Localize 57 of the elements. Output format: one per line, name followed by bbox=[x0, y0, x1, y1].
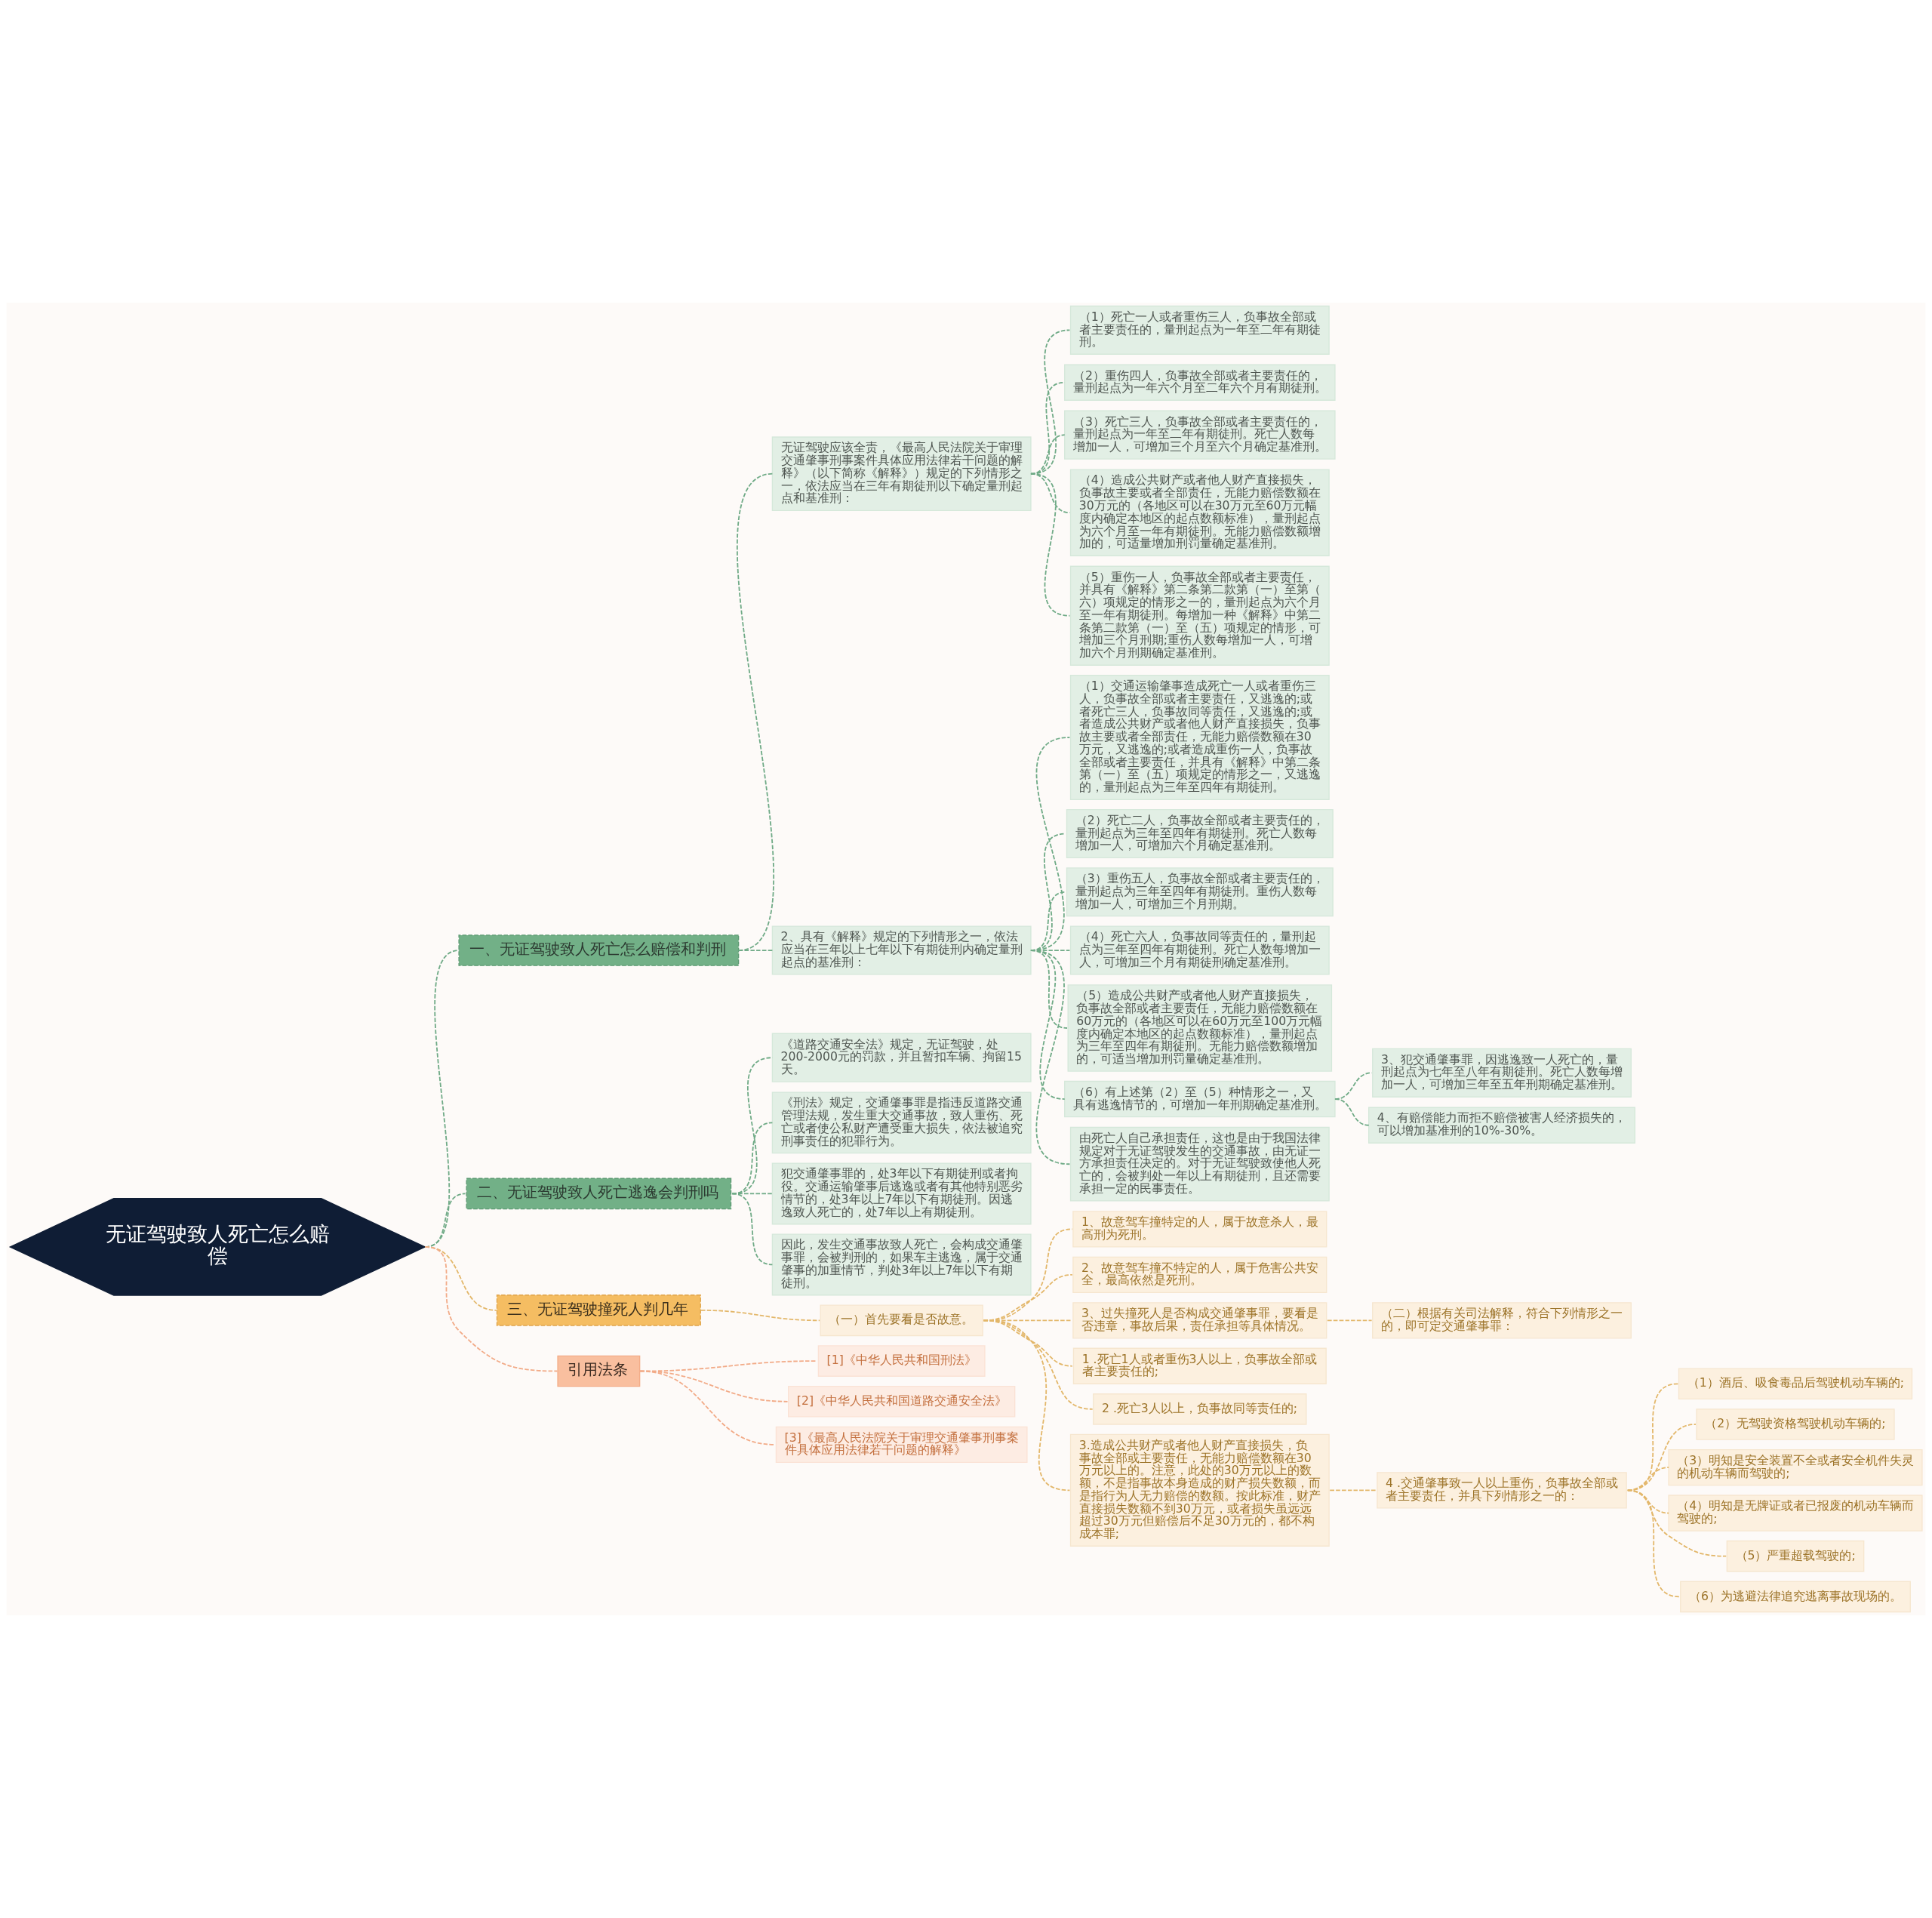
node-box: 三、无证驾驶撞死人判几年 bbox=[496, 1295, 701, 1326]
node-box: 2 .死亡3人以上，负事故同等责任的; bbox=[1093, 1393, 1307, 1425]
connector bbox=[731, 1122, 774, 1195]
node-box: （2）无驾驶资格驾驶机动车辆的; bbox=[1696, 1408, 1895, 1440]
node-box: [2]《中华人民共和国道路交通安全法》 bbox=[788, 1385, 1016, 1418]
node-box: （二）根据有关司法解释，符合下列情形之一的，即可定交通肇事罪： bbox=[1372, 1302, 1632, 1339]
connector bbox=[737, 950, 774, 951]
node-box: （一）首先要看是否故意。 bbox=[820, 1304, 983, 1337]
node-box: 2、故意驾车撞不特定的人，属于危害公共安全，最高依然是死刑。 bbox=[1072, 1256, 1327, 1294]
node-box: （5）造成公共财产或者他人财产直接损失，负事故全部或者主要责任，无能力赔偿数额在60万元的（各地区可以在60万元至100万元幅度内确定本地区的起点数额标准），量刑起点为三年至四年有期徒刑。无能力赔偿数额增加的，可适当增加刑罚量确定基准刑。 bbox=[1067, 984, 1333, 1072]
node-box: （1）交通运输肇事造成死亡一人或者重伤三人，负事故全部或者主要责任，又逃逸的;或者死亡三人，负事故同等责任，又逃逸的;或者造成公共财产或者他人财产直接损失，负事故主要或者全部责任，无能力赔偿数额在30万元，又逃逸的;或者造成重伤一人，负事故全部或者主要责任，并具有《解释》中第二条第（一）至（五）项规定的情形之一，又逃逸的，量刑起点为三年至四年有期徒刑。 bbox=[1069, 675, 1330, 800]
node-box: （6）为逃避法律追究逃离事故现场的。 bbox=[1680, 1581, 1911, 1613]
connector bbox=[731, 1193, 774, 1266]
node-box: 二、无证驾驶致人死亡逃逸会判刑吗 bbox=[466, 1178, 732, 1210]
connector bbox=[639, 1370, 776, 1445]
node-box: （2）重伤四人，负事故全部或者主要责任的，量刑起点为一年六个月至二年六个月有期徒刑。 bbox=[1064, 364, 1336, 401]
node-box: （2）死亡二人，负事故全部或者主要责任的，量刑起点为三年至四年有期徒刑。死亡人数每增加一人，可增加六个月确定基准刑。 bbox=[1066, 808, 1334, 859]
node-box: 《道路交通安全法》规定，无证驾驶，处200-2000元的罚款，并且暂扣车辆、拘留15天。 bbox=[771, 1033, 1032, 1082]
connector bbox=[1334, 1098, 1370, 1126]
node-box: 无证驾驶应该全责，《最高人民法院关于审理交通肇事刑事案件具体应用法律若干问题的解释》（以下简称《解释》）规定的下列情形之一，依法应当在三年有期徒刑以下确定量刑起点和基准刑： bbox=[771, 436, 1032, 512]
node-box: （4）明知是无牌证或者已报废的机动车辆而驾驶的; bbox=[1668, 1495, 1923, 1532]
node-box: 4 .交通肇事致一人以上重伤，负事故全部或者主要责任，并具下列情形之一的： bbox=[1377, 1472, 1627, 1509]
node-box: 2、具有《解释》规定的下列情形之一，依法应当在三年以上七年以下有期徒刑内确定量刑起点的基准刑： bbox=[771, 925, 1032, 975]
node-box: （5）严重超载驾驶的; bbox=[1726, 1540, 1865, 1572]
node-box: 犯交通肇事罪的，处3年以下有期徒刑或者拘役。交通运输肇事后逃逸或者有其他特别恶劣情节的，处3年以上7年以下有期徒刑。因逃逸致人死亡的，处7年以上有期徒刑。 bbox=[771, 1162, 1032, 1225]
node-box: [1]《中华人民共和国刑法》 bbox=[817, 1345, 986, 1377]
node-box: （4）造成公共财产或者他人财产直接损失，负事故主要或者全部责任，无能力赔偿数额在30万元的（各地区可以在30万元至60万元幅度内确定本地区的起点数额标准），量刑起点为六个月至一年有期徒刑。无能力赔偿数额增加的，可适量增加刑罚量确定基准刑。 bbox=[1069, 469, 1330, 556]
connector bbox=[1626, 1489, 1681, 1598]
connector bbox=[1329, 1489, 1377, 1492]
node-box: 3、过失撞死人是否构成交通肇事罪，要看是否违章，事故后果，责任承担等具体情况。 bbox=[1072, 1302, 1327, 1339]
node-box: 1、故意驾车撞特定的人，属于故意杀人，最高刑为死刑。 bbox=[1072, 1211, 1327, 1248]
node-box: （3）明知是安全装置不全或者安全机件失灵的机动车辆而驾驶的; bbox=[1668, 1449, 1923, 1486]
connector bbox=[1030, 473, 1071, 617]
connector bbox=[731, 1057, 774, 1195]
node-box: （1）酒后、吸食毒品后驾驶机动车辆的; bbox=[1678, 1368, 1913, 1400]
connector bbox=[983, 1319, 1071, 1492]
node-box: （3）重伤五人，负事故全部或者主要责任的，量刑起点为三年至四年有期徒刑。重伤人数每增加一人，可增加三个月刑期。 bbox=[1066, 867, 1334, 917]
node-box: 引用法条 bbox=[557, 1355, 641, 1387]
node-box: 因此，发生交通事故致人死亡，会构成交通肇事罪，会被判刑的，如果车主逃逸，属于交通肇事的加重情节，判处3年以上7年以下有期徒刑。 bbox=[771, 1233, 1032, 1296]
node-box: 《刑法》规定，交通肇事罪是指违反道路交通管理法规，发生重大交通事故，致人重伤、死亡或者使公私财产遭受重大损失，依法被追究刑事责任的犯罪行为。 bbox=[771, 1091, 1032, 1154]
connector bbox=[424, 1246, 558, 1372]
node-box: 3.造成公共财产或者他人财产直接损失，负事故全部或主要责任，无能力赔偿数额在30万元以上的。注意，此处的30万元以上的数额，不是指事故本身造成的财产损失数额，而是指行为人无力赔偿的数额。按此标准，财产直接损失数额不到30万元，或者损失虽远远超过30万元但赔偿后不足30万元的，都不构成本罪; bbox=[1069, 1433, 1330, 1547]
node-box: （6）有上述第（2）至（5）种情形之一，又具有逃逸情节的，可增加一年刑期确定基准刑。 bbox=[1064, 1080, 1336, 1118]
node-box: 1 .死亡1人或者重伤3人以上，负事故全部或者主要责任的; bbox=[1072, 1347, 1327, 1384]
connector bbox=[1030, 950, 1071, 1165]
node-box: 4、有赔偿能力而拒不赔偿被害人经济损失的，可以增加基准刑的10%-30%。 bbox=[1368, 1107, 1635, 1144]
node-box: （4）死亡六人，负事故同等责任的，量刑起点为三年至四年有期徒刑。死亡人数每增加一人，可增加三个月有期徒刑确定基准刑。 bbox=[1069, 925, 1330, 975]
node-box: （3）死亡三人，负事故全部或者主要责任的，量刑起点为一年至二年有期徒刑。死亡人数每增加一人，可增加三个月至六个月确定基准刑。 bbox=[1064, 410, 1336, 460]
connector bbox=[736, 473, 775, 951]
node-box: 一、无证驾驶致人死亡怎么赔偿和判刑 bbox=[458, 934, 740, 966]
connector bbox=[1326, 1319, 1373, 1322]
connector bbox=[700, 1310, 820, 1322]
node-box: [3]《最高人民法院关于审理交通肇事刑事案件具体应用法律若干问题的解释》 bbox=[775, 1426, 1028, 1464]
node-box: （1）死亡一人或者重伤三人，负事故全部或者主要责任的，量刑起点为一年至二年有期徒刑。 bbox=[1069, 305, 1330, 355]
node-box: （5）重伤一人，负事故全部或者主要责任，并具有《解释》第二条第二款第（一）至第（六）项规定的情形之一的，量刑起点为六个月至一年有期徒刑。每增加一种《解释》中第二条第二款第（一）至（五）项规定的情形，可增加三个月刑期;重伤人数每增加一人，可增加六个月刑期确定基准刑。 bbox=[1069, 565, 1330, 666]
node-box: 由死亡人自己承担责任，这也是由于我国法律规定对于无证驾驶发生的交通事故，由无证一方承担责任决定的。对于无证驾驶致使他人死亡的，会被判处一年以上有期徒刑，且还需要承担一定的民事责任。 bbox=[1069, 1126, 1330, 1202]
node-box: 3、犯交通肇事罪，因逃逸致一人死亡的，量刑起点为七年至八年有期徒刑。死亡人数每增加一人，可增加三年至五年刑期确定基准刑。 bbox=[1372, 1048, 1632, 1098]
